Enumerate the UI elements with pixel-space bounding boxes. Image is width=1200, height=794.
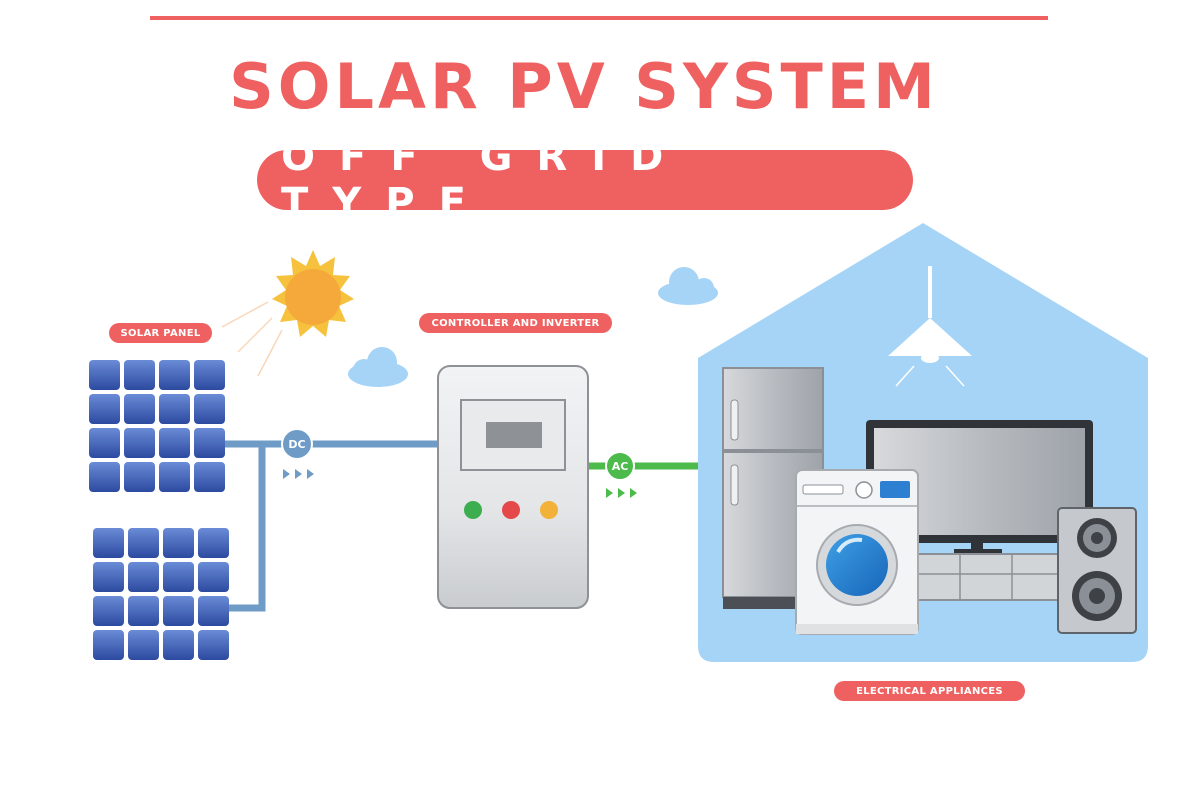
electrical-appliances-label: ELECTRICAL APPLIANCES xyxy=(834,681,1025,701)
solar-cell xyxy=(159,462,190,492)
controller-inverter-label: CONTROLLER AND INVERTER xyxy=(419,313,612,333)
solar-cell xyxy=(198,596,229,626)
speaker-icon xyxy=(1057,507,1137,634)
solar-cell xyxy=(89,428,120,458)
solar-cell xyxy=(124,360,155,390)
dc-wiring xyxy=(225,440,440,612)
solar-cell xyxy=(159,360,190,390)
solar-cell xyxy=(124,462,155,492)
subtitle-banner: OFF GRID TYPE xyxy=(257,134,913,226)
dc-badge-label: DC xyxy=(288,438,305,451)
solar-cell xyxy=(163,528,194,558)
solar-cell xyxy=(128,630,159,660)
solar-cell xyxy=(128,562,159,592)
solar-cell xyxy=(198,562,229,592)
solar-panel-label: SOLAR PANEL xyxy=(109,323,212,343)
solar-cell xyxy=(93,630,124,660)
solar-cell xyxy=(124,428,155,458)
washing-machine-icon xyxy=(795,469,919,635)
solar-cell xyxy=(89,394,120,424)
solar-cell xyxy=(93,562,124,592)
solar-cell xyxy=(194,428,225,458)
tv-icon xyxy=(866,420,1093,601)
inverter-icon xyxy=(437,365,589,609)
solar-cell xyxy=(124,394,155,424)
solar-cell xyxy=(198,630,229,660)
solar-cell xyxy=(194,462,225,492)
dc-badge: DC xyxy=(281,428,314,479)
cloud-icon xyxy=(658,267,718,305)
sun-icon xyxy=(221,250,354,377)
solar-cell xyxy=(159,394,190,424)
ceiling-lamp-icon xyxy=(888,266,972,387)
solar-cell xyxy=(163,596,194,626)
subtitle-text: OFF GRID TYPE xyxy=(281,134,688,226)
ac-badge: AC xyxy=(605,451,637,498)
solar-cell xyxy=(194,394,225,424)
solar-cell xyxy=(198,528,229,558)
solar-panel-icon xyxy=(93,528,229,660)
solar-cell xyxy=(93,528,124,558)
page-title: SOLAR PV SYSTEM xyxy=(229,50,939,123)
top-divider xyxy=(150,16,1048,20)
solar-cell xyxy=(163,630,194,660)
solar-cell xyxy=(159,428,190,458)
solar-cell xyxy=(128,596,159,626)
solar-cell xyxy=(89,462,120,492)
cloud-icon xyxy=(348,347,408,387)
solar-cell xyxy=(89,360,120,390)
solar-panel-icon xyxy=(89,360,225,492)
solar-cell xyxy=(128,528,159,558)
solar-cell xyxy=(194,360,225,390)
solar-cell xyxy=(163,562,194,592)
solar-cell xyxy=(93,596,124,626)
ac-badge-label: AC xyxy=(612,460,629,473)
